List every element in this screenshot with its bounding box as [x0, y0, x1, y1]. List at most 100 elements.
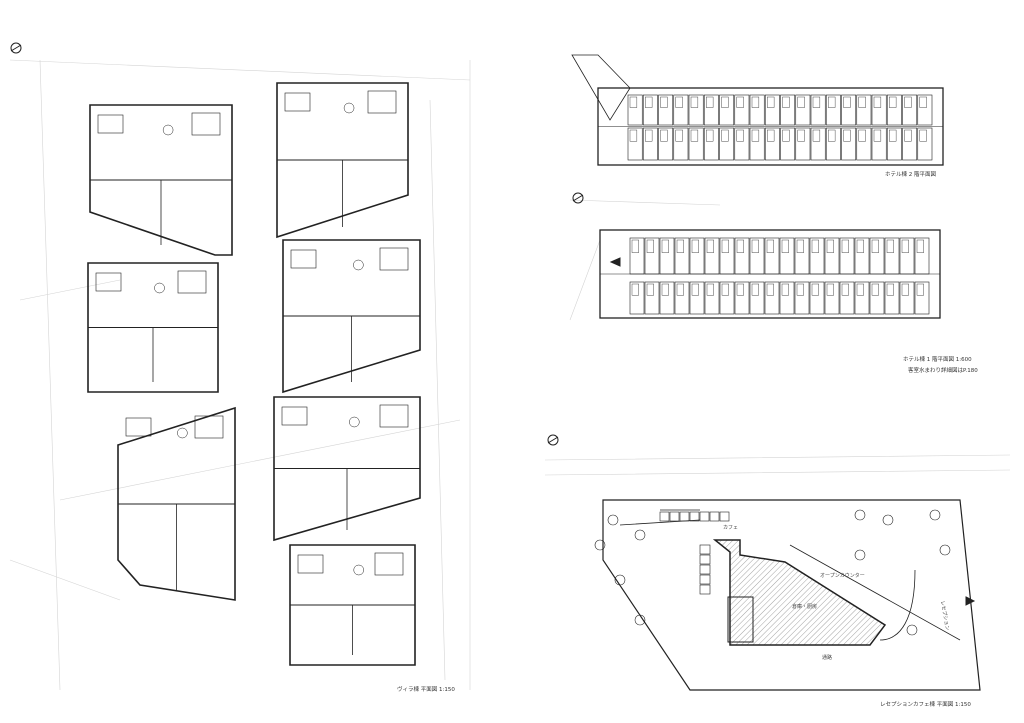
guest-room	[674, 281, 690, 315]
bathroom	[901, 283, 909, 296]
guest-room	[749, 94, 765, 126]
bathroom	[811, 239, 819, 253]
guest-room	[749, 127, 765, 161]
bathroom	[721, 129, 729, 142]
bathroom	[661, 239, 669, 253]
guest-room	[642, 127, 658, 161]
stair	[571, 54, 631, 121]
guest-room	[809, 281, 825, 315]
bed	[97, 114, 124, 134]
bathroom	[812, 96, 821, 108]
guest-room	[688, 94, 704, 126]
bathroom	[676, 283, 684, 296]
bathroom	[781, 283, 789, 296]
bathroom	[736, 129, 744, 142]
bathroom	[871, 239, 879, 253]
guest-room	[854, 281, 870, 315]
counter-seat	[699, 584, 711, 595]
guest-room	[689, 281, 705, 315]
reception-plan-caption: レセプションカフェ棟 平面図 1:150	[880, 702, 971, 708]
guest-room	[734, 94, 750, 126]
table	[349, 416, 360, 428]
table	[343, 102, 355, 114]
bathroom	[645, 96, 653, 108]
table	[353, 564, 364, 576]
bathroom	[675, 129, 683, 142]
bathroom	[796, 239, 804, 253]
guest-room	[841, 127, 857, 161]
guest-room	[627, 127, 643, 161]
guest-room	[659, 281, 675, 315]
guest-room	[779, 281, 795, 315]
bathroom	[631, 283, 639, 296]
bathroom	[843, 129, 851, 142]
guest-room	[810, 94, 826, 126]
table	[162, 124, 174, 136]
chair	[939, 544, 951, 556]
chair	[929, 509, 941, 521]
bathroom	[721, 283, 729, 296]
bathroom	[873, 129, 882, 142]
bed	[379, 404, 409, 428]
villa-unit	[89, 104, 233, 256]
guest-room	[886, 127, 902, 161]
bathroom	[904, 129, 912, 142]
bathroom	[706, 96, 714, 108]
bathroom	[661, 283, 669, 296]
guest-room	[658, 127, 674, 161]
table	[177, 427, 188, 439]
bathroom	[706, 129, 714, 142]
north-arrow-icon	[547, 434, 559, 446]
guest-room	[719, 127, 735, 161]
hotel-1f-note: 客室水まわり詳細図はP.180	[908, 368, 978, 374]
bathroom	[751, 239, 759, 253]
bathroom	[629, 129, 638, 142]
bathroom	[660, 129, 668, 142]
bench-seat	[659, 511, 670, 522]
bathroom	[828, 129, 836, 142]
guest-room	[688, 127, 704, 161]
bathroom	[691, 239, 699, 253]
guest-room	[734, 281, 750, 315]
bench-seat	[709, 511, 720, 522]
bathroom	[828, 96, 836, 108]
bathroom	[782, 129, 790, 142]
table	[353, 259, 364, 271]
bathroom	[826, 283, 834, 296]
chair	[594, 539, 606, 551]
guest-room	[917, 94, 933, 126]
guest-room	[856, 94, 872, 126]
reception-cafe-plan	[594, 257, 981, 691]
bathroom	[796, 283, 804, 296]
guest-room	[794, 281, 810, 315]
guest-room	[780, 127, 796, 161]
bathroom	[736, 239, 744, 253]
bathroom	[631, 239, 639, 253]
bathroom	[766, 239, 774, 253]
hotel-1f-caption: ホテル棟 1 階平面図 1:600	[903, 357, 972, 363]
guest-room	[764, 94, 780, 126]
bathroom	[751, 129, 760, 142]
guest-room	[917, 127, 933, 161]
bathroom	[706, 283, 714, 296]
guest-room	[871, 94, 887, 126]
chair	[614, 574, 626, 586]
bed	[290, 249, 317, 269]
villa-unit	[276, 82, 409, 239]
bed	[374, 552, 404, 576]
bathroom	[797, 96, 805, 108]
bathroom	[736, 283, 744, 296]
table	[154, 282, 165, 294]
bench-seat	[719, 511, 730, 522]
bench-seat	[669, 511, 680, 522]
guest-room	[764, 281, 780, 315]
bathroom	[660, 96, 668, 108]
bench-seat	[699, 511, 710, 522]
counter-seat	[699, 564, 711, 575]
room-label-open-counter: オープンカウンター	[820, 573, 865, 579]
guest-room	[886, 94, 902, 126]
bed	[125, 417, 152, 437]
bed	[177, 270, 207, 294]
north-arrow-icon	[572, 192, 584, 204]
